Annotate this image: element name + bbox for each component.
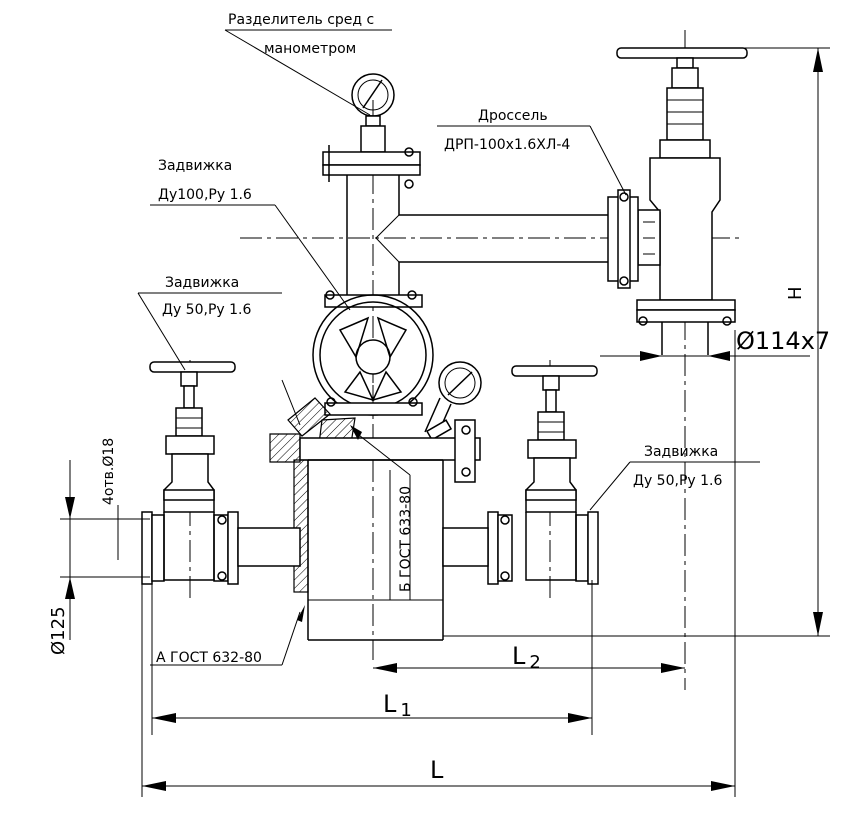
gate-valve-left (141, 361, 301, 585)
dimension-l-label: L (430, 756, 444, 784)
gate-valve-right-label-line1: Задвижка (644, 444, 718, 460)
center-lines (189, 30, 740, 690)
pressure-gauge (424, 361, 482, 441)
throttle-label-line2: ДРП-100х1.6ХЛ-4 (444, 137, 570, 153)
leader-lines (137, 29, 760, 666)
gate-valve-left-label-line2: Ду 50,Ру 1.6 (162, 302, 251, 318)
media-separator-with-gauge (322, 73, 421, 189)
throttle-valve (607, 47, 748, 355)
throttle-label-line1: Дроссель (478, 108, 548, 124)
gate-valve-left-label-line1: Задвижка (165, 275, 239, 291)
dimension-lines (60, 47, 830, 797)
gost-b-label: Б ГОСТ 633-80 (398, 486, 414, 592)
holes-label: 4отв.Ø18 (101, 438, 117, 505)
separator-label-line1: Разделитель сред с (228, 12, 374, 28)
gate-valve-top-label-line2: Ду100,Ру 1.6 (158, 187, 252, 203)
dimension-h-label: Н (785, 286, 806, 300)
gate-valve-right-label-line2: Ду 50,Ру 1.6 (633, 473, 722, 489)
gost-a-label: А ГОСТ 632-80 (156, 650, 262, 666)
gate-valve-right (442, 365, 599, 585)
gate-valve-top-label-line1: Задвижка (158, 158, 232, 174)
dimension-pipe-label: Ø114х7 (736, 327, 830, 355)
separator-housing (269, 397, 481, 641)
dimension-d125-label: Ø125 (48, 606, 69, 655)
gate-valve-du100 (312, 294, 434, 416)
separator-label-line2: манометром (264, 41, 356, 57)
annotation-labels: Разделитель сред с манометром Дроссель Д… (101, 12, 722, 666)
riser-pipe (324, 175, 608, 308)
